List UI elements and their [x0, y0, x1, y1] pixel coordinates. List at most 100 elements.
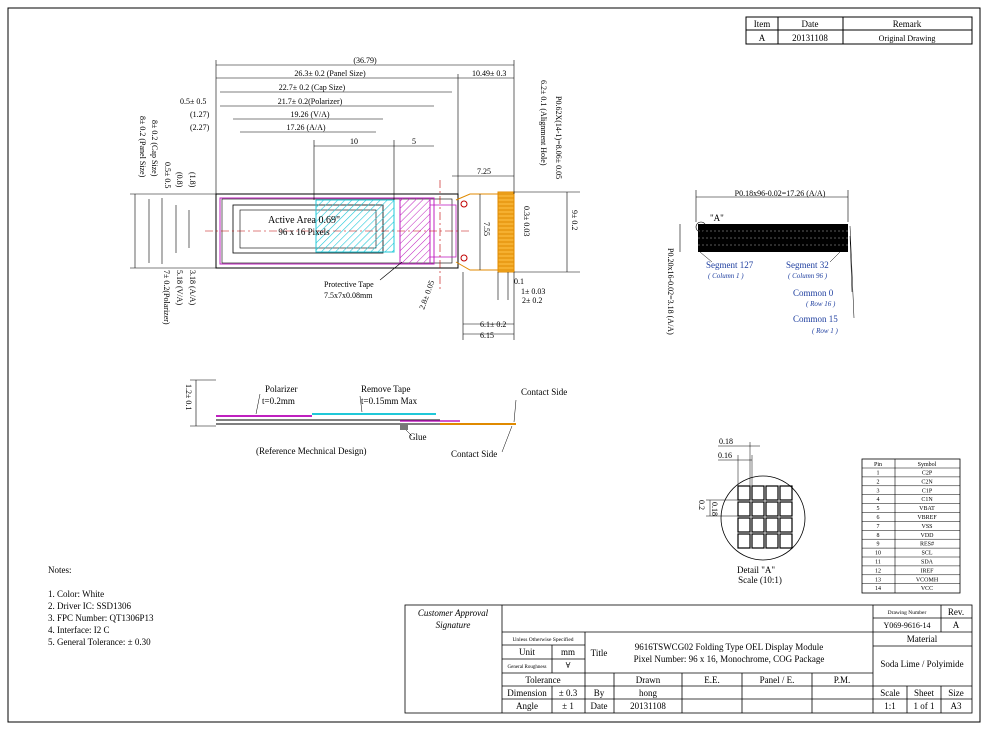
- rev-header-remark: Remark: [893, 19, 922, 29]
- pin-symbol: IREF: [920, 568, 934, 574]
- tb-angle-value: ± 1: [562, 701, 574, 711]
- tb-angle: Angle: [516, 701, 538, 711]
- row-1-label: ( Row 1 ): [812, 327, 839, 335]
- dim-755: 7.55: [482, 222, 491, 236]
- tb-title-label: Title: [591, 648, 608, 658]
- dim-615: 6.15: [480, 331, 494, 340]
- detail-016: 0.16: [718, 451, 732, 460]
- tb-by: By: [594, 688, 605, 698]
- note-5: 5. General Tolerance: ± 0.30: [48, 637, 151, 647]
- pin-header: Pin: [874, 462, 882, 468]
- tb-panel-e: Panel / E.: [760, 675, 795, 685]
- pin-symbol: VSS: [921, 524, 932, 530]
- pin-number: 3: [877, 488, 880, 494]
- top-dimensions: [215, 60, 515, 200]
- tb-drawn-by: hong: [639, 688, 658, 698]
- tb-scale: 1:1: [884, 701, 896, 711]
- dim-va: 19.26 (V/A): [290, 110, 329, 119]
- column-1-label: ( Column 1 ): [708, 272, 744, 280]
- alignment-hole-bottom: [460, 254, 468, 262]
- dim-03: 0.3± 0.03: [522, 206, 531, 236]
- pin-number: 14: [875, 586, 881, 592]
- dim-alignment-hole2: 6.2± 0.1 (Alignment Hole): [539, 80, 548, 166]
- tb-roughness: General Roughness: [507, 665, 546, 670]
- dim-61: 6.1± 0.2: [480, 320, 506, 329]
- column-96-label: ( Column 96 ): [788, 272, 828, 280]
- dim-left-227: (2.27): [190, 123, 210, 132]
- note-4: 4. Interface: I2 C: [48, 625, 109, 635]
- dim-01: 0.1: [514, 277, 524, 286]
- pin-number: 6: [877, 515, 880, 521]
- dim-left-cap: 8± 0.2 (Cap Size): [150, 120, 159, 177]
- pixel-diagram: P0.18x96-0.02=17.26 (A/A) "A" P0.20x16-0…: [666, 189, 855, 335]
- glue-block: [400, 424, 408, 430]
- roughness-icon: ∀: [566, 661, 571, 670]
- dim-1: 1± 0.03: [521, 287, 545, 296]
- detail-a: 0.18 0.16 0.2 0.18 Detail "A" Scale (10:…: [697, 437, 806, 585]
- note-3: 3. FPC Number: QT1306P13: [48, 613, 154, 623]
- detail-a-marker: [695, 221, 707, 233]
- side-contact-top: Contact Side: [521, 387, 567, 397]
- pin-number: 1: [877, 471, 880, 477]
- title-block: [404, 604, 973, 714]
- tb-dimension-value: ± 0.3: [559, 688, 578, 698]
- detail-v02: 0.2: [697, 500, 706, 510]
- tb-scale-label: Scale: [880, 688, 900, 698]
- tb-dimension: Dimension: [507, 688, 547, 698]
- protective-tape-size: 7.5x7x0.08mm: [324, 291, 373, 300]
- common-0-label: Common 0: [793, 288, 834, 298]
- pin-symbol: C1N: [921, 497, 933, 503]
- pin-symbol: VBREF: [917, 515, 937, 521]
- dim-cap-size: 22.7± 0.2 (Cap Size): [279, 83, 346, 92]
- dim-left-va: 5.18 (V/A): [175, 270, 184, 305]
- pixel-pitch-label: P0.18x96-0.02=17.26 (A/A): [735, 189, 826, 198]
- side-view: 1.2± 0.1 Polarizer t=0.2mm Remove Tape t…: [184, 379, 567, 459]
- dim-left-18: (1.8): [188, 172, 197, 188]
- notes: Notes: 1. Color: White 2. Driver IC: SSD…: [48, 565, 154, 647]
- dim-10: 10: [350, 137, 358, 146]
- marker-a: "A": [710, 213, 724, 223]
- side-polarizer-thickness: t=0.2mm: [262, 396, 295, 406]
- side-remove-tape: Remove Tape: [361, 384, 410, 394]
- revision-table: Item Date Remark A 20131108 Original Dra…: [745, 16, 973, 45]
- pin-number: 11: [875, 560, 881, 566]
- pin-symbol: SDA: [921, 560, 934, 566]
- dim-polarizer: 21.7± 0.2(Polarizer): [278, 97, 343, 106]
- tb-title-line2: Pixel Number: 96 x 16, Monochrome, COG P…: [634, 654, 825, 664]
- side-glue: Glue: [409, 432, 427, 442]
- pin-number: 5: [877, 506, 880, 512]
- dim-left-127: (1.27): [190, 110, 210, 119]
- tb-date: Date: [591, 701, 608, 711]
- side-contact-bottom: Contact Side: [451, 449, 497, 459]
- dim-left-05: 0.5± 0.5: [163, 162, 172, 188]
- pin-symbol: VBAT: [919, 506, 935, 512]
- tb-sheet-label: Sheet: [914, 688, 934, 698]
- rev-item: A: [759, 33, 766, 43]
- pixel-vpitch-label: P0.20x16-0.02=3.18 (A/A): [666, 248, 675, 335]
- common-15-label: Common 15: [793, 314, 838, 324]
- dim-5: 5: [412, 137, 416, 146]
- notes-title: Notes:: [48, 565, 72, 575]
- rev-header-item: Item: [754, 19, 771, 29]
- dim-725: 7.25: [477, 167, 491, 176]
- pin-symbol: VCC: [921, 586, 933, 592]
- dim-left-05: 0.5± 0.5: [180, 97, 206, 106]
- tb-signature: Signature: [436, 620, 471, 630]
- side-thickness: 1.2± 0.1: [184, 384, 193, 410]
- note-1: 1. Color: White: [48, 589, 104, 599]
- tb-rev: A: [953, 620, 960, 630]
- tb-size-label: Size: [948, 688, 964, 698]
- tb-title-line1: 9616TSWCG02 Folding Type OEL Display Mod…: [635, 642, 824, 652]
- dim-left-08: (0.8): [175, 172, 184, 188]
- dim-left-aa: 3.18 (A/A): [188, 270, 197, 305]
- pin-number: 4: [877, 497, 880, 503]
- side-reference: (Reference Mechnical Design): [256, 446, 366, 456]
- detail-018: 0.18: [719, 437, 733, 446]
- side-tape-thickness: t=0.15mm Max: [361, 396, 418, 406]
- pin-number: 2: [877, 479, 880, 485]
- pin-number: 10: [875, 551, 881, 557]
- tb-ee: E.E.: [704, 675, 720, 685]
- pin-number: 7: [877, 524, 880, 530]
- driver-ic-area: [315, 199, 395, 253]
